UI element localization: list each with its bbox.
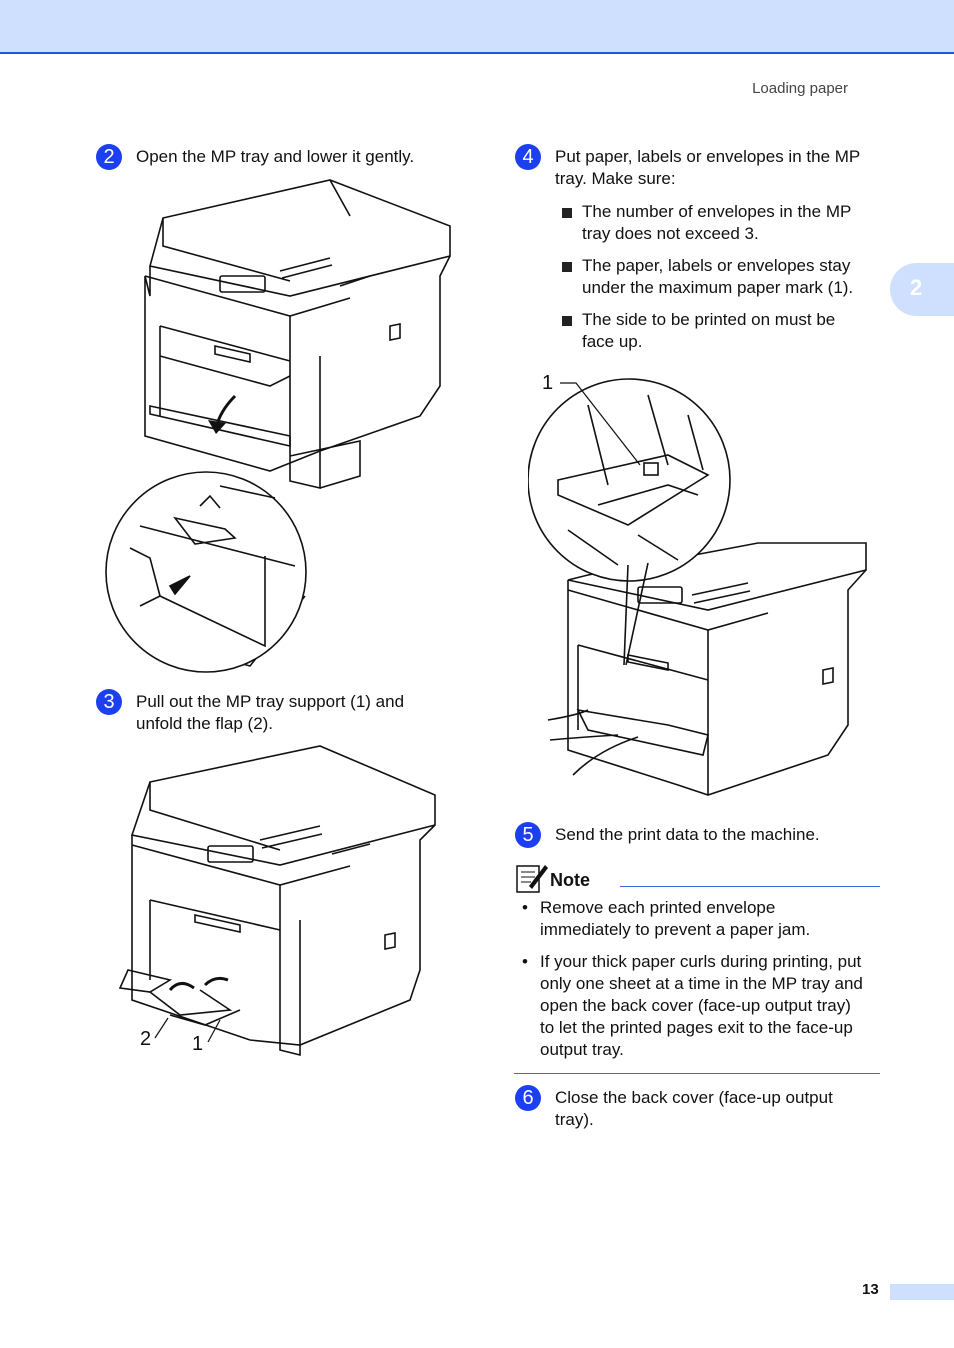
header-bar — [0, 0, 954, 54]
step-number-badge: 5 — [515, 822, 541, 848]
note-bullet: • — [522, 952, 528, 971]
page-number: 13 — [862, 1281, 879, 1298]
footer-tab — [890, 1284, 954, 1300]
bullet-text-line: tray does not exceed 3. — [582, 224, 759, 243]
square-bullet-icon — [562, 316, 572, 326]
note-label: Note — [550, 870, 590, 890]
note-text-line: open the back cover (face-up output tray… — [540, 996, 851, 1015]
note-text-line: to let the printed pages exit to the fac… — [540, 1018, 853, 1037]
step-number-badge: 4 — [515, 144, 541, 170]
step-text-line: Close the back cover (face-up output — [555, 1088, 833, 1107]
chapter-tab: 2 — [890, 263, 954, 316]
callout-1: 1 — [192, 1033, 203, 1055]
step-text: Open the MP tray and lower it gently. — [136, 147, 415, 166]
printer-envelope-loading-illustration: 1 — [528, 372, 867, 796]
callout-1: 1 — [542, 372, 553, 394]
bullet-text-line: The side to be printed on must be — [582, 310, 836, 329]
step-text-line: Pull out the MP tray support (1) and — [136, 692, 405, 711]
note-divider — [620, 886, 880, 887]
bullet-text-line: The paper, labels or envelopes stay — [582, 256, 851, 275]
bullet-text-line: under the maximum paper mark (1). — [582, 278, 854, 297]
note-bullet: • — [522, 898, 528, 917]
step-number-badge: 6 — [515, 1085, 541, 1111]
square-bullet-icon — [562, 208, 572, 218]
bullet-text-line: face up. — [582, 332, 643, 351]
printer-tray-support-illustration: 2 1 — [118, 745, 436, 1057]
bullet-text-line: The number of envelopes in the MP — [582, 202, 852, 221]
note-text-line: If your thick paper curls during printin… — [540, 952, 862, 971]
step-text-line: unfold the flap (2). — [136, 714, 274, 733]
note-text-line: output tray. — [540, 1040, 624, 1059]
step-text-line: tray). — [555, 1110, 594, 1129]
step-text: Send the print data to the machine. — [555, 825, 820, 844]
callout-2: 2 — [140, 1028, 151, 1050]
square-bullet-icon — [562, 262, 572, 272]
step-number-badge: 2 — [96, 144, 122, 170]
step-text-line: tray. Make sure: — [555, 169, 676, 188]
note-text-line: only one sheet at a time in the MP tray … — [540, 974, 863, 993]
note-text-line: immediately to prevent a paper jam. — [540, 920, 811, 939]
chapter-number: 2 — [910, 275, 923, 300]
step-text-line: Put paper, labels or envelopes in the MP — [555, 147, 861, 166]
note-text-line: Remove each printed envelope — [540, 898, 776, 917]
note-end-divider — [514, 1073, 880, 1074]
running-header: Loading paper — [752, 80, 848, 97]
printer-open-tray-illustration — [105, 179, 451, 673]
step-number-badge: 3 — [96, 689, 122, 715]
note-pencil-icon — [516, 865, 548, 893]
